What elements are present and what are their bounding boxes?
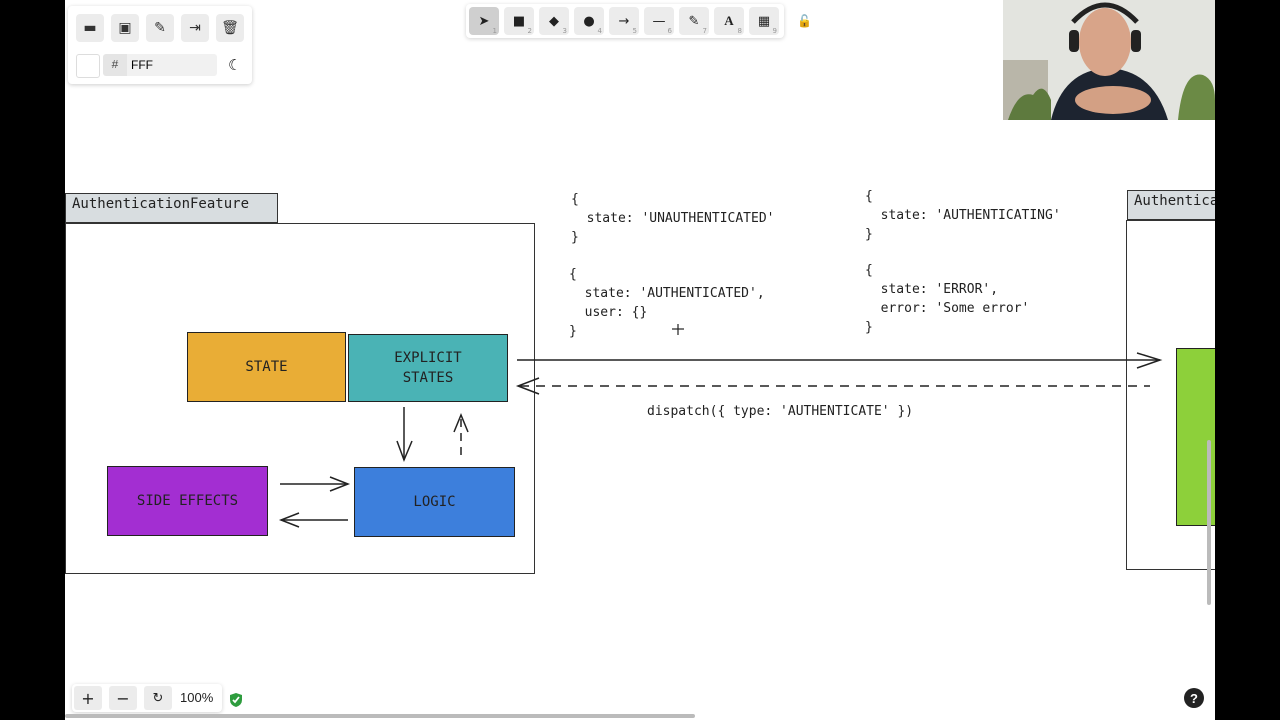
line-icon: — — [652, 13, 666, 29]
tool-number: 5 — [632, 27, 637, 35]
ellipse-icon: ● — [583, 13, 595, 29]
explicit-states-line2: STATES — [402, 370, 454, 386]
state-block[interactable]: STATE — [187, 332, 346, 402]
explicit-states-block[interactable]: EXPLICIT STATES — [348, 334, 508, 402]
tool-diamond[interactable]: ◆3 — [539, 7, 569, 35]
tool-ellipse[interactable]: ●4 — [574, 7, 604, 35]
left-feature-tab[interactable]: AuthenticationFeature — [65, 193, 278, 223]
zoom-level: 100% — [180, 690, 214, 705]
diamond-icon: ◆ — [549, 13, 559, 29]
tool-number: 4 — [597, 27, 602, 35]
tool-number: 7 — [702, 27, 707, 35]
drawing-canvas[interactable]: AuthenticationFeature STATE EXPLICIT STA… — [65, 0, 1215, 720]
color-hash-label: # — [103, 54, 127, 76]
webcam-overlay — [1003, 0, 1215, 120]
open-button[interactable]: ▬ — [76, 14, 104, 42]
background-color-swatch[interactable] — [76, 54, 100, 78]
tool-library[interactable]: ▦9 — [749, 7, 779, 35]
background-color-input[interactable] — [127, 54, 217, 76]
presenter-image — [1003, 0, 1215, 120]
explicit-states-line1: EXPLICIT — [394, 350, 462, 366]
reset-zoom-button[interactable]: ↻ — [144, 686, 172, 710]
save-button[interactable]: ▣ — [111, 14, 139, 42]
trash-icon: 🗑 — [221, 20, 239, 36]
library-icon: ▦ — [757, 13, 771, 29]
export-image-icon: ✎ — [154, 20, 166, 36]
rectangle-icon: ■ — [512, 13, 526, 29]
text-icon: A — [724, 13, 734, 28]
shield-check-icon[interactable] — [229, 692, 243, 708]
pencil-icon: ✎ — [688, 13, 700, 29]
zoom-controls: + − ↻ 100% — [72, 684, 222, 712]
tool-line[interactable]: —6 — [644, 7, 674, 35]
tool-arrow[interactable]: →5 — [609, 7, 639, 35]
code-unauthenticated[interactable]: { state: 'UNAUTHENTICATED' } — [571, 192, 775, 245]
clear-canvas-button[interactable]: 🗑 — [216, 14, 244, 42]
arrow-icon: → — [618, 13, 630, 29]
code-error[interactable]: { state: 'ERROR', error: 'Some error' } — [865, 263, 1030, 335]
reset-zoom-icon: ↻ — [152, 690, 164, 706]
code-authenticated[interactable]: { state: 'AUTHENTICATED', user: {} } — [569, 267, 765, 339]
export-image-button[interactable]: ✎ — [146, 14, 174, 42]
right-feature-frame[interactable] — [1126, 220, 1215, 570]
export-file-button[interactable]: ⇥ — [181, 14, 209, 42]
zoom-in-button[interactable]: + — [74, 686, 102, 710]
vertical-scrollbar[interactable] — [1207, 440, 1211, 605]
tool-number: 1 — [492, 27, 497, 35]
right-feature-tab[interactable]: Authentica — [1127, 190, 1215, 220]
horizontal-scrollbar[interactable] — [65, 714, 695, 718]
tool-number: 8 — [737, 27, 742, 35]
dark-mode-toggle-icon[interactable]: ☾ — [228, 56, 242, 74]
save-icon: ▣ — [118, 20, 132, 36]
help-icon[interactable]: ? — [1184, 688, 1204, 708]
logic-block[interactable]: LOGIC — [354, 467, 515, 537]
tool-number: 3 — [562, 27, 567, 35]
pointer-icon: ➤ — [478, 13, 490, 29]
open-icon: ▬ — [83, 20, 97, 36]
zoom-out-button[interactable]: − — [109, 686, 137, 710]
tool-number: 9 — [772, 27, 777, 35]
tool-number: 2 — [527, 27, 532, 35]
export-file-icon: ⇥ — [189, 20, 201, 36]
tool-draw[interactable]: ✎7 — [679, 7, 709, 35]
left-feature-frame[interactable] — [65, 223, 535, 574]
canvas-actions-panel: ▬ ▣ ✎ ⇥ 🗑 # ☾ — [68, 6, 252, 84]
tool-number: 6 — [667, 27, 672, 35]
side-effects-block[interactable]: SIDE EFFECTS — [107, 466, 268, 536]
tool-selection[interactable]: ➤1 — [469, 7, 499, 35]
tool-rectangle[interactable]: ■2 — [504, 7, 534, 35]
lock-icon[interactable]: 🔓 — [797, 14, 812, 28]
dispatch-label[interactable]: dispatch({ type: 'AUTHENTICATE' }) — [647, 404, 914, 419]
code-authenticating[interactable]: { state: 'AUTHENTICATING' } — [865, 189, 1061, 242]
